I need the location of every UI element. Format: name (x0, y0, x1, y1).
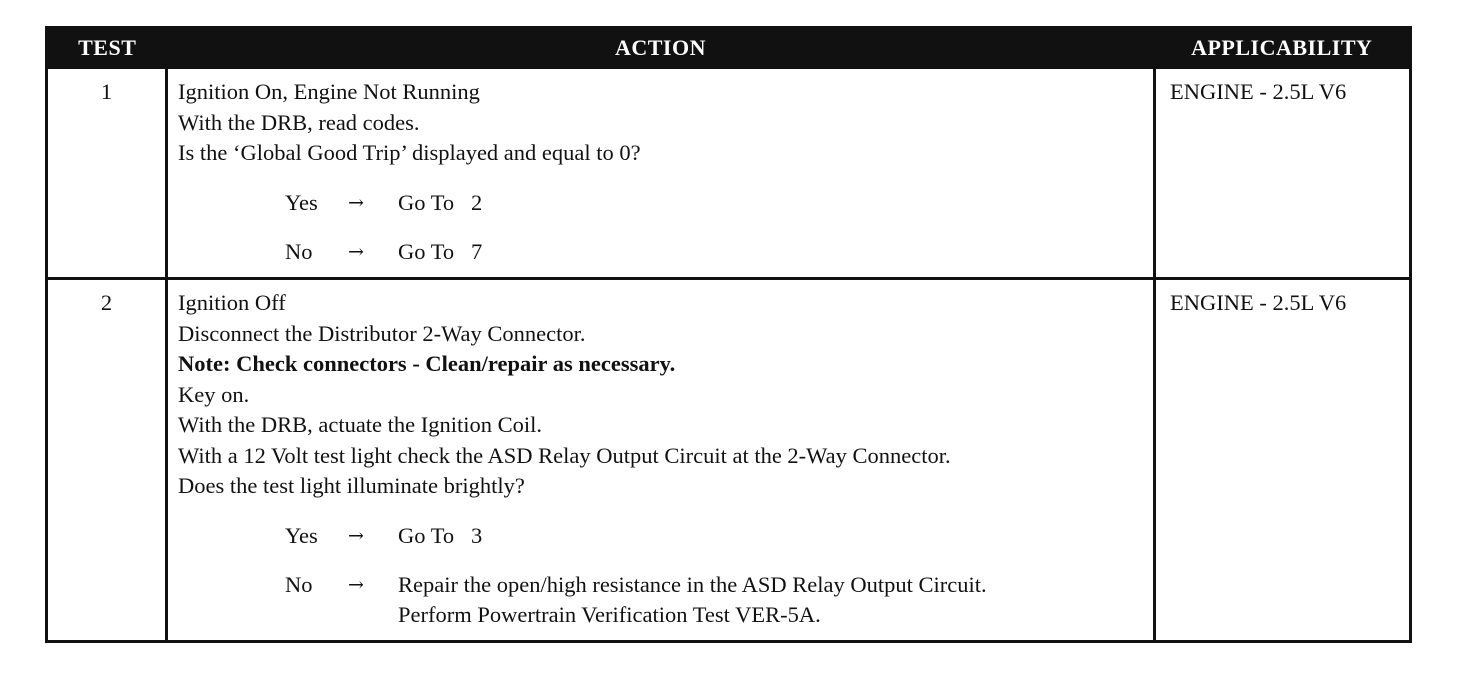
action-line: With the DRB, read codes. (178, 109, 420, 135)
right-arrow-icon: → (348, 191, 364, 214)
applicability-cell: ENGINE - 2.5L V6 (1153, 277, 1412, 643)
action-line: Is the ‘Global Good Trip’ displayed and … (178, 140, 641, 165)
yes-label: Yes (285, 189, 318, 215)
test-number: 1 (45, 66, 168, 280)
right-arrow-icon: → (348, 240, 364, 263)
diagnostic-test-table: TEST ACTION APPLICABILITY 1 Ignition On,… (45, 26, 1412, 643)
action-cell: Ignition Off Disconnect the Distributor … (165, 277, 1156, 643)
table-header-row: TEST ACTION APPLICABILITY (46, 27, 1411, 68)
no-result-continued: Perform Powertrain Verification Test VER… (398, 601, 821, 627)
table-row: 2 Ignition Off Disconnect the Distributo… (45, 277, 1412, 643)
action-line: Key on. (178, 381, 250, 407)
yes-label: Yes (285, 522, 318, 548)
header-applicability: APPLICABILITY (1154, 27, 1411, 68)
note-line: Note: Check connectors - Clean/repair as… (178, 351, 676, 376)
action-line: With a 12 Volt test light check the ASD … (178, 442, 951, 468)
yes-branch: Yes → Go To 3 (285, 521, 1147, 551)
action-line: Does the test light illuminate brightly? (178, 473, 525, 498)
right-arrow-icon: → (348, 573, 364, 596)
no-label: No (285, 238, 313, 264)
no-branch: No → Repair the open/high resistance in … (285, 570, 1147, 630)
no-result: Repair the open/high resistance in the A… (398, 571, 987, 597)
no-label: No (285, 571, 313, 597)
right-arrow-icon: → (348, 524, 364, 547)
action-cell: Ignition On, Engine Not Running With the… (165, 66, 1156, 280)
action-line: Ignition Off (178, 290, 286, 315)
test-number: 2 (45, 277, 168, 643)
table-row: 1 Ignition On, Engine Not Running With t… (45, 66, 1412, 280)
action-line: Disconnect the Distributor 2-Way Connect… (178, 320, 586, 346)
yes-result: Go To 2 (398, 189, 483, 215)
yes-result: Go To 3 (398, 522, 483, 548)
applicability-cell: ENGINE - 2.5L V6 (1153, 66, 1412, 280)
action-line: With the DRB, actuate the Ignition Coil. (178, 412, 543, 437)
diagnostic-test-table-wrapper: TEST ACTION APPLICABILITY 1 Ignition On,… (45, 26, 1412, 643)
no-result: Go To 7 (398, 238, 483, 264)
yes-branch: Yes → Go To 2 (285, 188, 1147, 218)
header-action: ACTION (166, 27, 1155, 68)
action-line: Ignition On, Engine Not Running (178, 79, 480, 104)
header-test: TEST (46, 27, 167, 68)
no-branch: No → Go To 7 (285, 237, 1147, 267)
